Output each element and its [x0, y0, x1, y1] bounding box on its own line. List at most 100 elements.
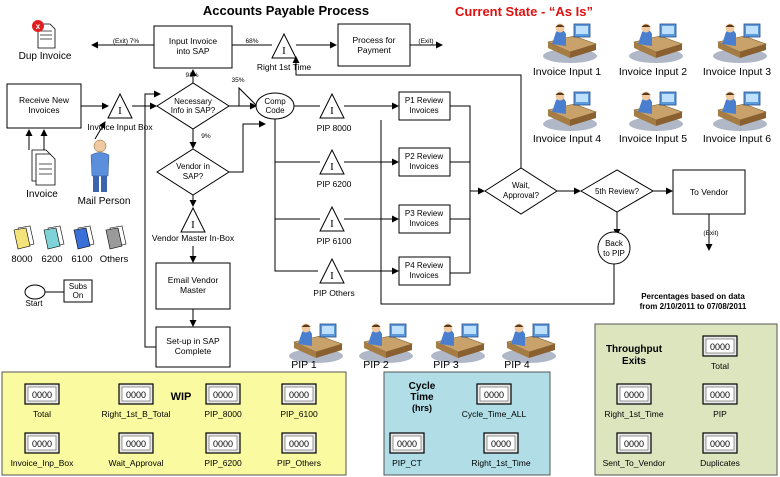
- edge-back-loop: [380, 120, 615, 305]
- worker-icon: [712, 91, 768, 132]
- wait-approval-label-2: Approval?: [503, 191, 540, 200]
- worker-label: Invoice Input 5: [619, 133, 687, 145]
- review-invoices-label: P2 Review: [405, 152, 443, 161]
- comp-code-label: Comp: [264, 97, 286, 106]
- page-subtitle: Current State - “As Is”: [455, 4, 593, 19]
- counter-label: Wait_Approval: [109, 458, 164, 468]
- cycle-title-2: Time: [410, 392, 434, 403]
- edge-label-68: 68%: [245, 38, 258, 45]
- worker-label: PIP 2: [363, 359, 389, 371]
- dup-invoice-icon: x: [32, 20, 56, 49]
- edge-label-9: 9%: [201, 133, 211, 140]
- counter-value: 0000: [624, 390, 644, 400]
- process-payment-label-2: Payment: [357, 45, 391, 55]
- necessary-info-label: Necessary: [174, 97, 212, 106]
- counter-value: 0000: [397, 439, 417, 449]
- counter-value: 0000: [289, 390, 309, 400]
- counter-value: 0000: [710, 342, 730, 352]
- vendor-master-inbox-label: Vendor Master In-Box: [152, 233, 235, 243]
- wait-approval-label: Wait,: [512, 181, 530, 190]
- edge-wait-to-right-first: [292, 56, 522, 168]
- counter-label: Total: [33, 409, 51, 419]
- throughput-title-2: Exits: [622, 356, 646, 367]
- email-vendor-master-box: [155, 262, 231, 310]
- edge-comp-trunk: [274, 119, 318, 272]
- counter-label: PIP_6200: [204, 458, 242, 468]
- dup-invoice-label: Dup Invoice: [19, 51, 72, 62]
- folder-label: 8000: [11, 254, 32, 265]
- cycle-title: Cycle: [409, 381, 436, 392]
- counter-label: Duplicates: [700, 458, 740, 468]
- subs-on-label-2: On: [73, 291, 84, 300]
- edge-label-91: 91%: [185, 72, 198, 79]
- edge-setup-back: [144, 90, 161, 348]
- cycle-time-panel: [383, 371, 551, 476]
- vendor-in-sap-label: Vendor in: [176, 162, 210, 171]
- wip-title: WIP: [171, 391, 192, 403]
- percentages-note: Percentages based on data: [641, 292, 745, 301]
- counter-value: 0000: [710, 439, 730, 449]
- counter-label: Right_1st_Time: [471, 458, 530, 468]
- review-invoices-box: [398, 204, 451, 234]
- review-invoices-label: P1 Review: [405, 96, 443, 105]
- vendor-master-inbox-queue: [180, 207, 206, 233]
- cycle-counters: 0000Cycle_Time_ALL0000PIP_CT0000Right_1s…: [389, 383, 531, 468]
- counter-value: 0000: [491, 439, 511, 449]
- counter-label: PIP: [713, 409, 727, 419]
- pip-queue: [319, 258, 345, 284]
- setup-in-sap-box: [155, 326, 231, 368]
- review-invoices-label: P4 Review: [405, 261, 443, 270]
- input-invoice-box: [153, 25, 233, 69]
- review-invoices-box: [398, 256, 451, 286]
- counter-value: 0000: [126, 439, 146, 449]
- mail-person-icon: [90, 139, 110, 192]
- fifth-review-label: 5th Review?: [595, 187, 640, 196]
- worker-label: Invoice Input 1: [533, 66, 601, 78]
- necessary-info-label-2: Info in SAP?: [171, 106, 216, 115]
- review-invoices-label-2: Invoices: [409, 219, 438, 228]
- pip-queue-label: PIP 6200: [317, 179, 352, 189]
- back-to-pip-label-2: to PIP: [603, 249, 625, 258]
- review-invoices-label-2: Invoices: [409, 162, 438, 171]
- worker-label: Invoice Input 6: [703, 133, 771, 145]
- worker-icon: [430, 323, 486, 364]
- edge-merge-trunk: [450, 105, 471, 274]
- review-invoices-label: P3 Review: [405, 209, 443, 218]
- counter-label: Invoice_Inp_Box: [11, 458, 75, 468]
- folder-icon: [105, 225, 127, 250]
- worker-icon: [288, 323, 344, 364]
- counter-label: Right_1st_B_Total: [102, 409, 171, 419]
- edge-label-exit-7: (Exit) 7%: [113, 38, 140, 45]
- worker-label: Invoice Input 4: [533, 133, 601, 145]
- review-invoices-box: [398, 91, 451, 121]
- percentages-note-2: from 2/10/2011 to 07/08/2011: [640, 302, 747, 311]
- edge-label-35: 35%: [231, 77, 244, 84]
- edge-necessary-to-comp: [229, 86, 258, 107]
- setup-in-sap-label-2: Complete: [175, 346, 212, 356]
- vendor-in-sap-label-2: SAP?: [183, 172, 204, 181]
- invoice-icon: [25, 129, 56, 186]
- right-first-time-queue: [271, 33, 297, 59]
- receive-invoices-label-2: Invoices: [28, 105, 59, 115]
- receive-invoices-label: Receive New: [19, 95, 70, 105]
- edge-label-exit: (Exit): [418, 38, 433, 45]
- to-vendor-label: To Vendor: [690, 187, 728, 197]
- worker-label: Invoice Input 2: [619, 66, 687, 78]
- email-vendor-label-2: Master: [180, 285, 206, 295]
- pip-queue-label: PIP Others: [313, 288, 354, 298]
- invoice-label: Invoice: [26, 189, 58, 200]
- worker-label: Invoice Input 3: [703, 66, 771, 78]
- wip-counters: 0000Total0000Right_1st_B_Total0000PIP_80…: [11, 383, 321, 468]
- pip-queue: [319, 149, 345, 175]
- subs-on-label: Subs: [69, 282, 87, 291]
- to-vendor-box: [672, 169, 746, 215]
- input-invoice-label-2: into SAP: [176, 46, 209, 56]
- folder-label: 6200: [41, 254, 62, 265]
- counter-value: 0000: [484, 390, 504, 400]
- worker-icon: [628, 23, 684, 64]
- counter-value: 0000: [126, 390, 146, 400]
